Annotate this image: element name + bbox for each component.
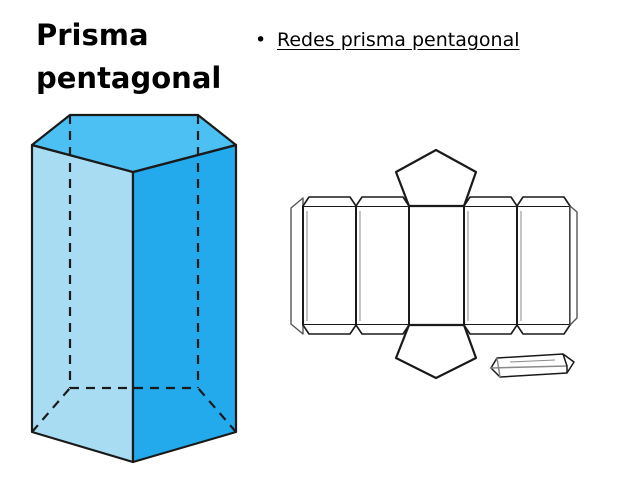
net-face-3 (408, 205, 465, 326)
slide-title: Prisma pentagonal (36, 14, 221, 100)
net-top-bevels (302, 196, 571, 207)
title-line-1: Prisma (36, 18, 149, 52)
bullet-link-text[interactable]: Redes prisma pentagonal (277, 29, 520, 51)
prism-net (290, 148, 578, 380)
prism-top-face (30, 113, 238, 174)
net-inner-shadows (306, 211, 522, 321)
net-bottom-bevels (302, 324, 571, 335)
net-left-flap (290, 197, 304, 335)
net-face-5 (516, 205, 571, 326)
bullet-item: • Redes prisma pentagonal (255, 29, 520, 51)
net-face-1 (302, 205, 357, 326)
bullet-marker: • (255, 29, 267, 51)
net-face-4 (463, 205, 518, 326)
prism-hidden-edges (31, 115, 237, 433)
net-bottom-pentagon (394, 323, 478, 380)
prism-drawing (30, 113, 238, 464)
net-top-pentagon (394, 148, 478, 208)
small-folded-prism (490, 353, 575, 378)
net-right-flap (569, 205, 578, 326)
net-face-2 (355, 205, 410, 326)
title-line-2: pentagonal (36, 61, 222, 95)
